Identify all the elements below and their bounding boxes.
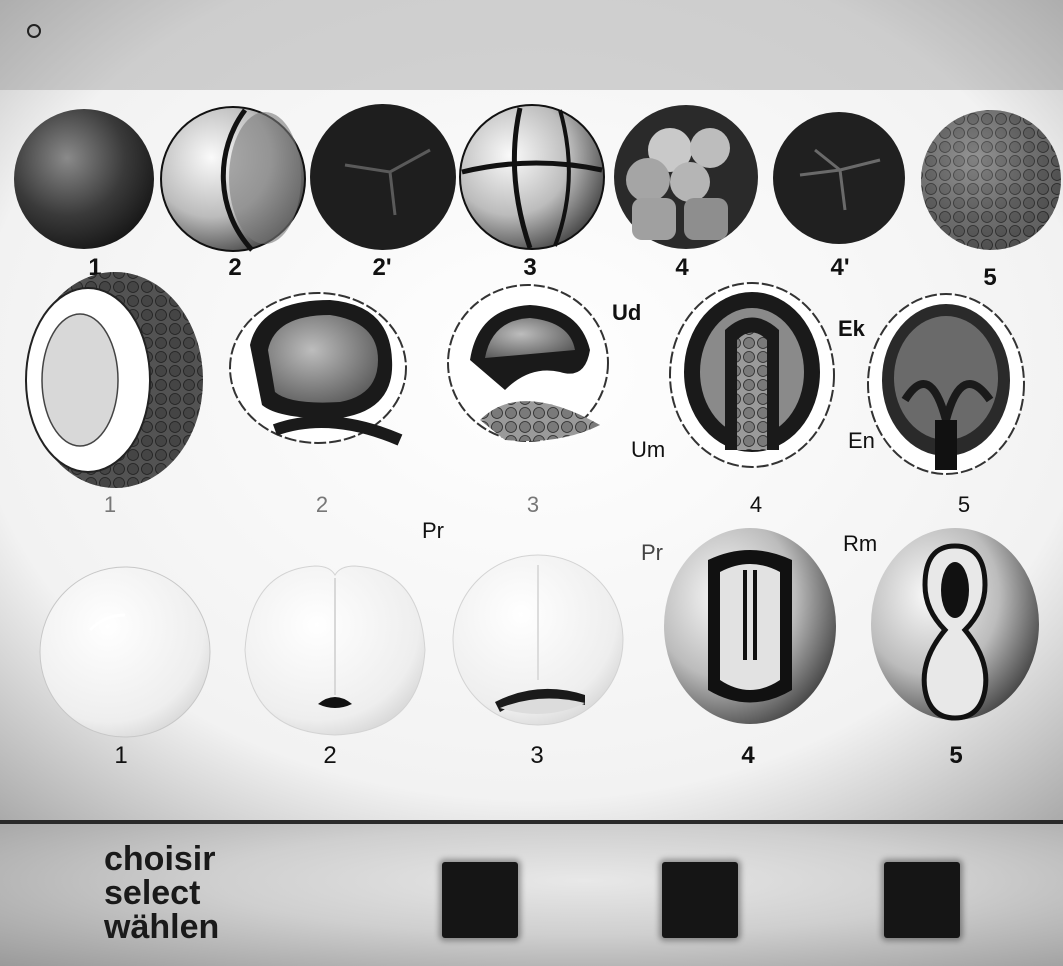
selection-panel: choisir select wählen [0, 820, 1063, 966]
label-rm: Rm [843, 531, 877, 556]
section-1 [26, 272, 203, 488]
section-3 [448, 285, 608, 441]
select-prompt: choisir select wählen [104, 842, 219, 944]
row-1-label: 2 [228, 254, 241, 281]
row-3-label: 4 [741, 742, 755, 769]
section-4 [670, 283, 834, 467]
row-1-label: 3 [523, 254, 536, 281]
row-2-label: 1 [104, 492, 116, 517]
label-ek: Ek [838, 316, 866, 341]
row-1-label: 4 [675, 254, 689, 281]
row-1-label: 2' [372, 254, 391, 281]
embryo-development-plate: 1 2 2' 3 4 4' 5 [0, 0, 1063, 820]
select-button-3[interactable] [884, 862, 960, 938]
label-pr-top: Pr [422, 518, 444, 543]
select-line-en: select [104, 876, 219, 910]
label-pr-side: Pr [641, 540, 663, 565]
section-5 [868, 294, 1024, 474]
cleavage-egg-4-prime [773, 112, 905, 244]
row-3-label: 3 [530, 742, 543, 769]
neurula-1 [40, 567, 210, 737]
section-2 [230, 293, 406, 443]
row-1-label: 5 [983, 264, 996, 291]
row-3-label: 5 [949, 742, 962, 769]
neurula-4 [664, 528, 836, 724]
plate-vignette-top [0, 0, 1063, 90]
label-um: Um [631, 437, 665, 462]
select-line-fr: choisir [104, 842, 219, 876]
cleavage-egg-1 [14, 109, 154, 249]
select-button-1[interactable] [442, 862, 518, 938]
neurula-3 [453, 555, 623, 725]
row-3-label: 1 [114, 742, 127, 769]
row-2-label: 3 [527, 492, 539, 517]
neurula-5 [871, 528, 1039, 720]
cleavage-egg-3 [460, 105, 604, 249]
select-line-de: wählen [104, 910, 219, 944]
neurula-2 [245, 566, 425, 735]
row-1-label: 4' [830, 254, 849, 281]
label-en: En [848, 428, 875, 453]
row-2-label: 2 [316, 492, 328, 517]
label-ud: Ud [612, 300, 641, 325]
cleavage-egg-4 [614, 105, 758, 249]
cleavage-egg-2-prime [310, 104, 456, 250]
cleavage-egg-2 [161, 107, 305, 251]
row-2-label: 4 [750, 492, 762, 517]
row-3-label: 2 [323, 742, 336, 769]
row-2-label: 5 [958, 492, 970, 517]
select-button-2[interactable] [662, 862, 738, 938]
cleavage-egg-5 [921, 110, 1061, 250]
